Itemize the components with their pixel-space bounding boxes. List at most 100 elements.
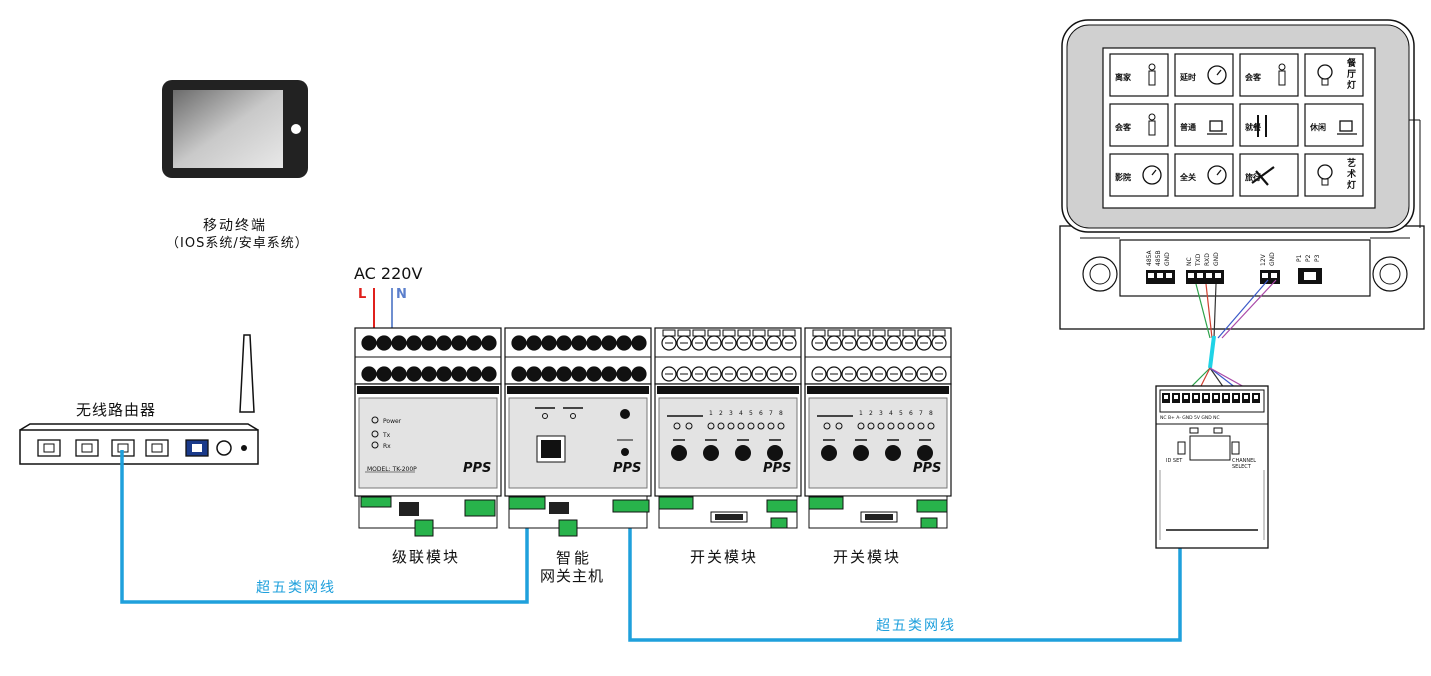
terminal-screw <box>511 366 527 382</box>
channel-led <box>757 422 765 430</box>
film-reel-icon <box>1142 165 1162 185</box>
channel-number: 7 <box>769 410 773 417</box>
terminal-screw <box>481 335 497 351</box>
channel-button <box>853 445 869 461</box>
switch-module-label-2: 开关模块 <box>833 548 902 566</box>
terminal-label: P3 <box>1314 254 1321 262</box>
terminal-screw <box>571 366 587 382</box>
channel-select-label-2: SELECT <box>1232 464 1252 470</box>
terminal-screw <box>361 366 377 382</box>
tablet-icon <box>162 80 308 178</box>
terminal-screw <box>541 335 557 351</box>
scene-button <box>1174 153 1234 197</box>
terminal-screw <box>466 335 482 351</box>
terminal-screw <box>376 366 392 382</box>
channel-number: 6 <box>759 410 763 417</box>
coffee-icon <box>1207 120 1227 135</box>
bulb-icon <box>1317 64 1333 86</box>
channel-button <box>917 445 933 461</box>
brand-logo: PPS <box>913 461 941 476</box>
reset-button <box>621 448 629 456</box>
scene-button <box>1239 53 1299 97</box>
converter-pin-labels: NC B+ A- GND 5V GND NC <box>1160 415 1220 421</box>
terminal-screw <box>616 335 632 351</box>
timer-icon <box>1207 65 1227 85</box>
terminal-label: P2 <box>1305 254 1312 262</box>
terminal-screw <box>481 366 497 382</box>
bulb-icon <box>1317 164 1333 186</box>
channel-button <box>821 445 837 461</box>
scene-button <box>1174 103 1234 147</box>
green-terminal <box>808 496 844 510</box>
terminal-screw <box>436 335 452 351</box>
scene-button-label: 会客 <box>1115 122 1132 132</box>
channel-button <box>767 445 783 461</box>
channel-led <box>867 422 875 430</box>
ac-voltage-label: AC 220V <box>354 264 423 283</box>
channel-led <box>777 422 785 430</box>
terminal-screw <box>436 366 452 382</box>
dip-switch <box>549 502 569 514</box>
scene-button-label: 全关 <box>1179 172 1196 182</box>
channel-button <box>703 445 719 461</box>
terminal-screw <box>361 335 377 351</box>
terminal-screw <box>466 366 482 382</box>
channel-number: 6 <box>909 410 913 417</box>
guests-icon <box>1278 63 1286 86</box>
terminal-screw <box>451 366 467 382</box>
channel-number: 2 <box>719 410 723 417</box>
channel-led <box>727 422 735 430</box>
cutlery-icon <box>1257 115 1267 137</box>
scene-button <box>1109 53 1169 97</box>
mobile-terminal-label: 移动终端 <box>203 218 267 234</box>
channel-led <box>767 422 775 430</box>
scene-button <box>1174 53 1234 97</box>
green-terminal <box>766 499 798 513</box>
terminal-label: TXD <box>1195 253 1202 267</box>
scene-button-label: 厅 <box>1347 69 1356 80</box>
green-terminal <box>558 519 578 537</box>
scene-button-label: 灯 <box>1347 79 1356 91</box>
router-label: 无线路由器 <box>76 401 157 419</box>
channel-led <box>747 422 755 430</box>
scene-button <box>1109 153 1169 197</box>
channel-number: 3 <box>879 410 883 417</box>
status-led <box>371 441 379 449</box>
id-set-label: ID SET <box>1166 458 1183 464</box>
green-terminal <box>508 496 546 510</box>
push-button <box>620 409 630 419</box>
live-wire-label: L <box>358 287 367 302</box>
scene-button-label: 普通 <box>1180 122 1196 132</box>
scene-button-label: 艺 <box>1347 157 1356 169</box>
led-label-led_rx: Rx <box>383 443 391 450</box>
terminal-screw <box>421 366 437 382</box>
scene-button <box>1239 103 1299 147</box>
terminal-label: P1 <box>1296 254 1303 262</box>
scene-button-label: 旅行 <box>1245 172 1261 182</box>
airplane-icon <box>1251 166 1275 186</box>
brand-logo: PPS <box>463 461 491 476</box>
terminal-label: NC <box>1186 257 1193 266</box>
channel-number: 8 <box>929 410 933 417</box>
guests-icon <box>1148 113 1156 136</box>
green-terminal <box>920 517 938 529</box>
terminal-screw <box>391 335 407 351</box>
status-led <box>371 416 379 424</box>
scene-button <box>1239 153 1299 197</box>
terminal-block <box>1186 270 1224 284</box>
channel-button <box>735 445 751 461</box>
green-terminal <box>360 496 392 508</box>
terminal-label: 12V <box>1260 253 1267 266</box>
channel-number: 7 <box>919 410 923 417</box>
channel-number: 4 <box>739 410 743 417</box>
channel-button <box>885 445 901 461</box>
status-led <box>570 413 576 419</box>
coffee-icon <box>1337 120 1357 135</box>
terminal-screw <box>541 366 557 382</box>
cable-router-gateway <box>120 450 529 604</box>
